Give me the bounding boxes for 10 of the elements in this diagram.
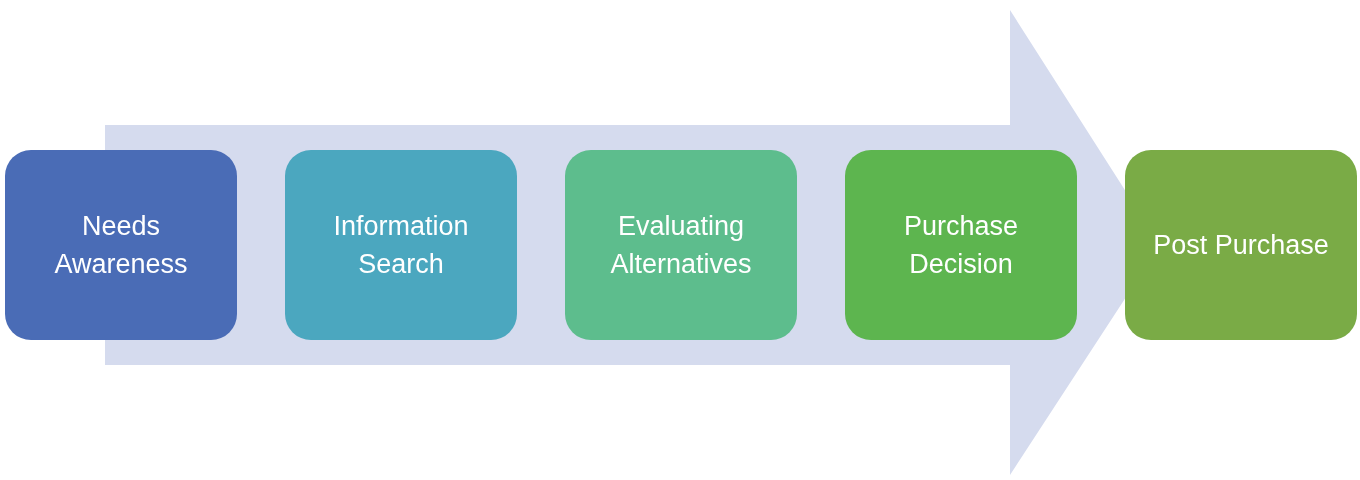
- step-label: Needs Awareness: [53, 210, 189, 281]
- step-label: Information Search: [332, 210, 470, 281]
- step-label: Purchase Decision: [902, 210, 1020, 281]
- process-box: [1125, 150, 1357, 340]
- step-label: Post Purchase: [1153, 229, 1329, 262]
- process-box: [5, 150, 237, 340]
- process-box: [285, 150, 517, 340]
- process-box: [845, 150, 1077, 340]
- process-box: [565, 150, 797, 340]
- step-label: Evaluating Alternatives: [609, 210, 753, 281]
